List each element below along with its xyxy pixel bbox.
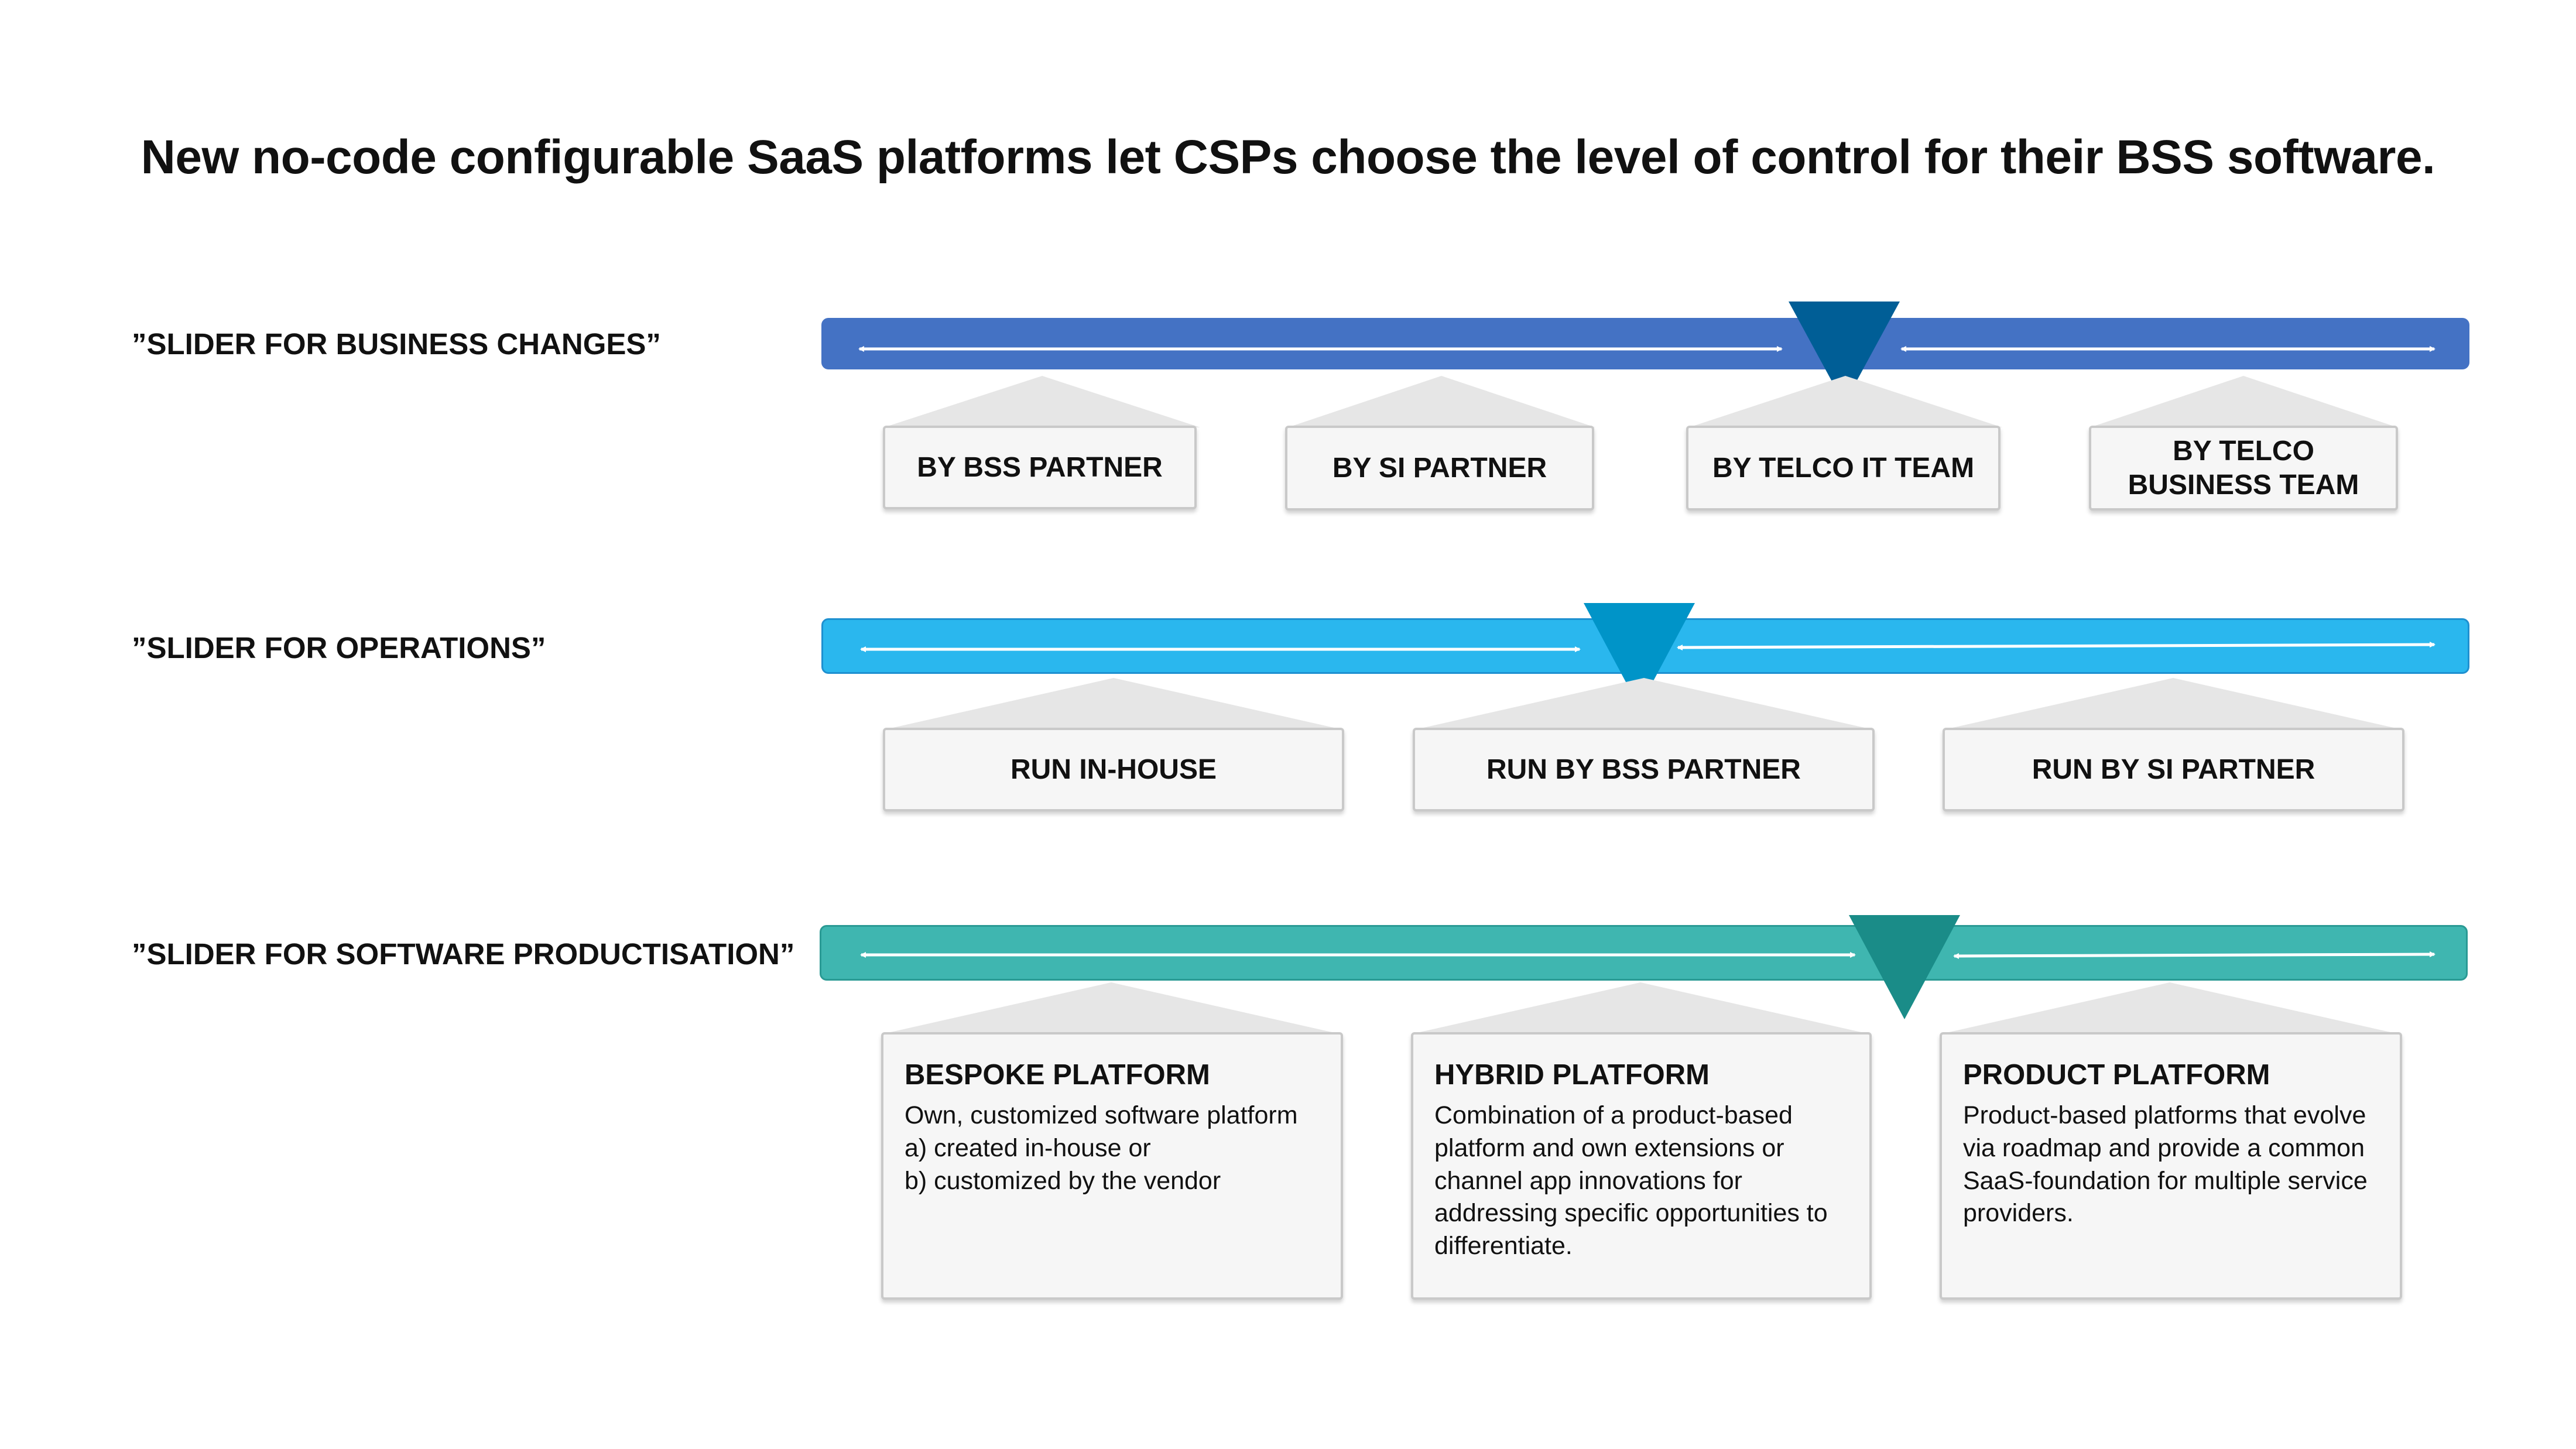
slider-marker-software-productisation[interactable] (1849, 915, 1960, 1019)
option-by-telco-business-team[interactable]: BY TELCO BUSINESS TEAM (2089, 426, 2398, 511)
option-by-bss-partner[interactable]: BY BSS PARTNER (883, 426, 1197, 509)
option-run-in-house[interactable]: RUN IN-HOUSE (883, 728, 1344, 811)
option-heading: PRODUCT PLATFORM (1963, 1059, 2270, 1091)
connector-shape (1945, 678, 2402, 729)
option-by-telco-it-team[interactable]: BY TELCO IT TEAM (1686, 426, 2000, 511)
connector-shape (1689, 376, 2002, 427)
option-run-by-si-partner[interactable]: RUN BY SI PARTNER (1943, 728, 2404, 811)
connector-shape (884, 376, 1200, 427)
option-description: Product-based platforms that evolve via … (1963, 1101, 2368, 1228)
option-heading: HYBRID PLATFORM (1434, 1059, 1710, 1091)
option-hybrid-platform[interactable]: HYBRID PLATFORM Combination of a product… (1411, 1032, 1872, 1300)
connector-shape (1416, 678, 1872, 729)
option-heading: BESPOKE PLATFORM (905, 1059, 1210, 1091)
connector-shape (885, 678, 1342, 729)
connector-shape (1941, 982, 2398, 1034)
slider-marker-business-changes[interactable] (1789, 302, 1900, 404)
connector-shape (2090, 376, 2397, 427)
option-product-platform[interactable]: PRODUCT PLATFORM Product-based platforms… (1940, 1032, 2402, 1300)
slider-software-productisation[interactable] (820, 925, 2468, 981)
slider-label-business-changes: ”SLIDER FOR BUSINESS CHANGES” (132, 327, 661, 361)
option-by-si-partner[interactable]: BY SI PARTNER (1285, 426, 1594, 511)
double-arrow-icons (858, 346, 2435, 352)
option-bespoke-platform[interactable]: BESPOKE PLATFORM Own, customized softwar… (881, 1032, 1343, 1300)
option-description: Combination of a product-based platform … (1434, 1101, 1828, 1260)
double-arrow-icons (860, 642, 2435, 652)
connector-shape (1288, 376, 1595, 427)
slider-label-operations: ”SLIDER FOR OPERATIONS” (132, 631, 546, 664)
connector-shape (883, 982, 1340, 1034)
double-arrow-icons (860, 951, 2435, 959)
slider-business-changes[interactable] (821, 318, 2469, 369)
page-title: New no-code configurable SaaS platforms … (141, 131, 2435, 184)
slider-marker-operations[interactable] (1584, 603, 1695, 707)
connector-shape (1412, 982, 1869, 1034)
slider-label-software-productisation: ”SLIDER FOR SOFTWARE PRODUCTISATION” (132, 937, 795, 971)
option-run-by-bss-partner[interactable]: RUN BY BSS PARTNER (1413, 728, 1875, 811)
option-description: Own, customized software platform a) cre… (905, 1101, 1298, 1195)
